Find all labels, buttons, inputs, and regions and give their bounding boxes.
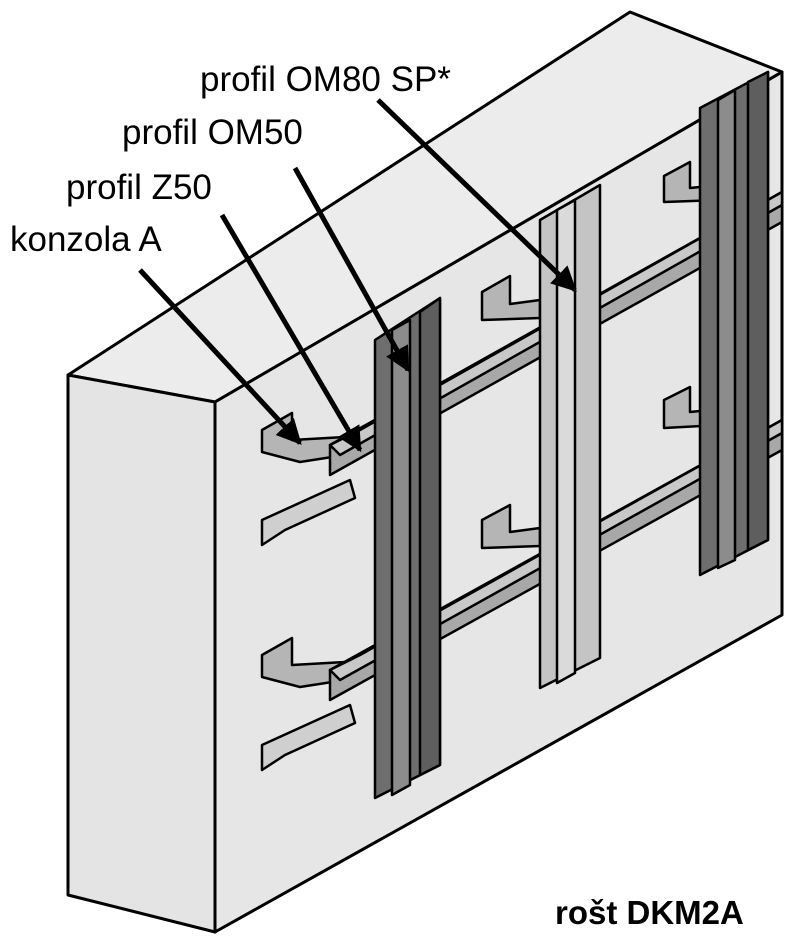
profil-om50-left <box>373 296 442 800</box>
profil-om50-right <box>698 70 770 577</box>
label-profil-om80-sp: profil OM80 SP* <box>200 60 451 99</box>
arrow-omsp <box>376 98 577 292</box>
leader-arrows <box>138 98 577 453</box>
profil-om80-sp <box>538 183 602 690</box>
label-konzola-a: konzola A <box>10 220 162 259</box>
bracket <box>260 703 357 772</box>
arrow-z50 <box>219 213 363 453</box>
label-profil-z50: profil Z50 <box>66 168 212 207</box>
profile-flange <box>418 296 442 777</box>
label-profil-om50: profil OM50 <box>122 113 303 152</box>
drawing-caption: rošt DKM2A <box>555 894 744 931</box>
wall-side-face <box>66 373 217 934</box>
arrow-konzola <box>138 268 302 445</box>
arrow-om50 <box>292 166 411 373</box>
bracket <box>260 478 357 547</box>
profile-flange <box>390 318 412 797</box>
profile-flange <box>716 88 737 570</box>
profile-flange <box>746 70 770 552</box>
profile-flange <box>555 198 577 685</box>
